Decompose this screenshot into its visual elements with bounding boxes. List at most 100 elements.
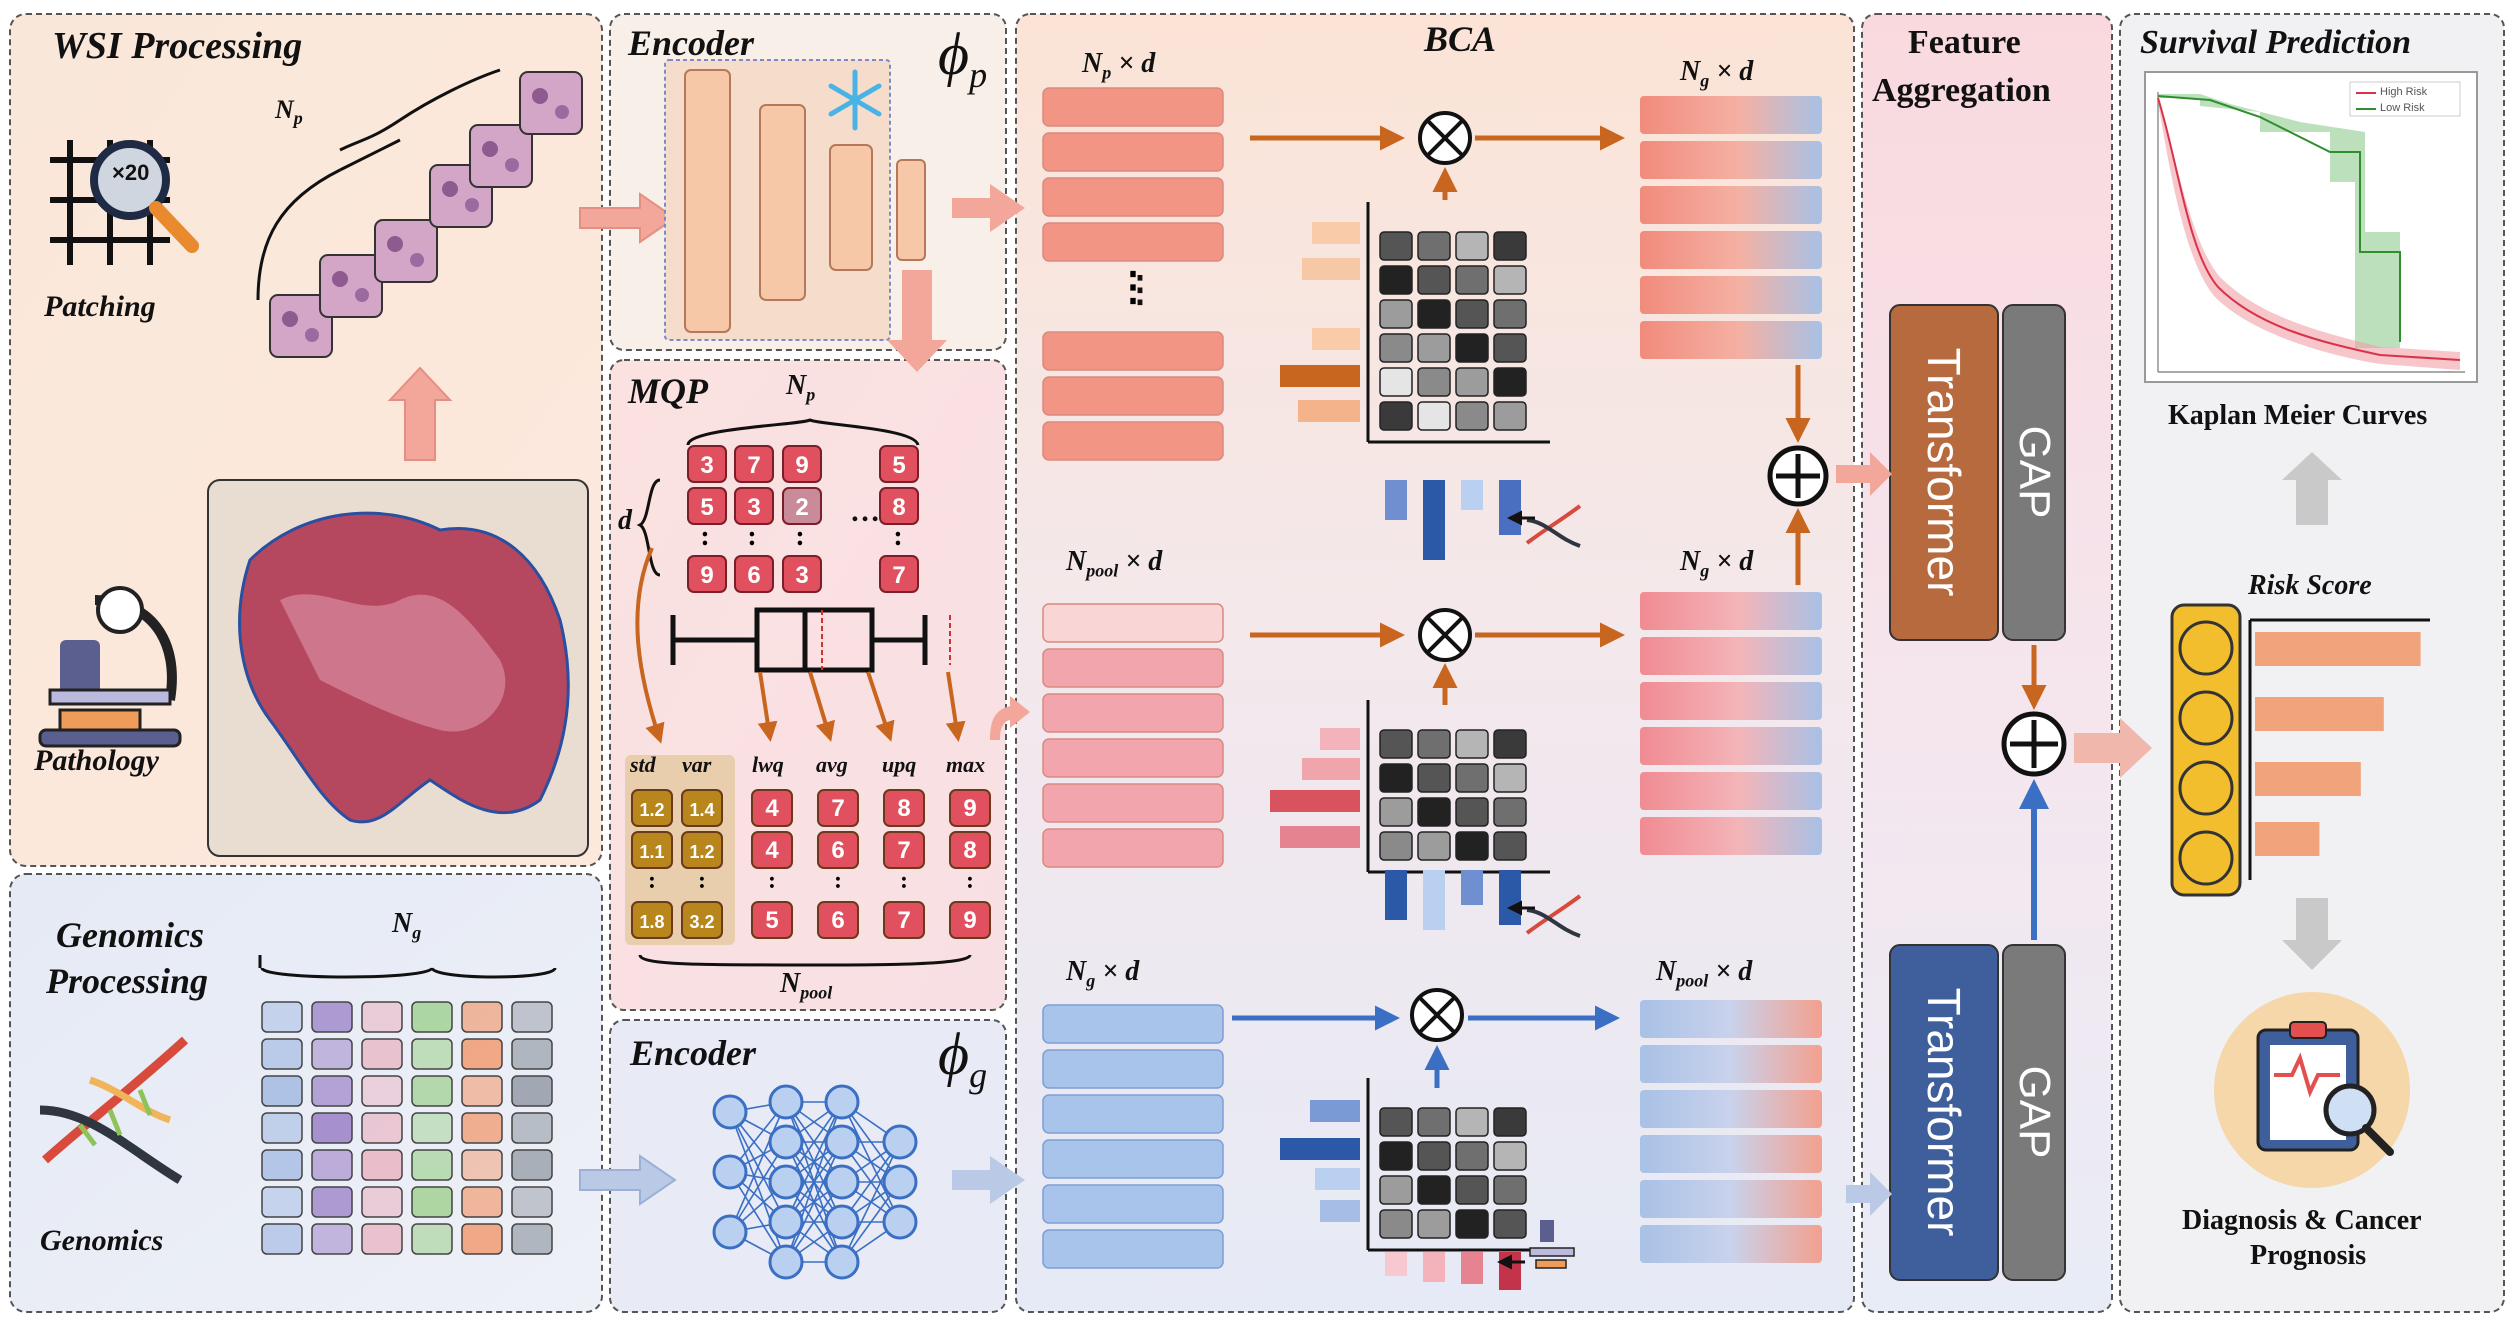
svg-text:6: 6 (831, 907, 844, 934)
gene-cell (361, 1075, 403, 1107)
svg-text:6: 6 (747, 562, 760, 589)
attention-bar (1385, 870, 1407, 920)
low-risk-curve (2157, 95, 2401, 342)
attention-bar (1312, 222, 1360, 244)
attention-bar (1423, 1252, 1445, 1282)
mqp-cell: 9 (687, 555, 727, 593)
gene-token (1042, 1184, 1224, 1224)
wsi-to-encoder-arrow (579, 192, 677, 244)
gene-cell (261, 1038, 303, 1070)
genomics-to-encoder-arrow (579, 1154, 677, 1206)
mqp-to-bca-arrow (990, 696, 1030, 740)
patch-tile (519, 71, 583, 135)
mqp-stats: 1.21.11.8:1.41.23.2:445:766:877:989: (631, 789, 991, 939)
encoder-to-mqp-arrow (887, 270, 947, 372)
genomics-panel (9, 873, 603, 1313)
svg-text:4: 4 (765, 795, 779, 822)
output-token (1640, 1225, 1822, 1263)
gene-cell (511, 1038, 553, 1070)
gene-cell (511, 1149, 553, 1181)
bca-row2-in-label: Npool × d (1066, 546, 1163, 581)
npool-brace (638, 954, 972, 967)
svg-text:7: 7 (897, 907, 910, 934)
attention-bar (1499, 1252, 1521, 1290)
attention-map (1366, 202, 1550, 444)
attention-bar (1499, 480, 1521, 535)
svg-text:8: 8 (963, 837, 976, 864)
svg-text::: : (698, 868, 706, 894)
output-token (1640, 1000, 1822, 1038)
mqp-stat-label: lwq (752, 752, 784, 777)
gene-cell (511, 1001, 553, 1033)
gene-cell (411, 1112, 453, 1144)
svg-text:5: 5 (700, 494, 713, 521)
svg-text::: : (648, 868, 656, 894)
input-token (1042, 222, 1224, 262)
svg-text:8: 8 (892, 494, 905, 521)
gene-cell (311, 1038, 353, 1070)
risk-score-label: Risk Score (2248, 570, 2372, 601)
attention-bar (1461, 480, 1483, 510)
attention-bar (1315, 1168, 1360, 1190)
attention-bar (1499, 870, 1521, 925)
svg-text:1.2: 1.2 (639, 800, 664, 820)
ng-brace (258, 955, 557, 979)
up-arrow-icon (387, 366, 453, 461)
encoder-g-title: Encoder (630, 1033, 756, 1073)
dna-icon (39, 1036, 189, 1184)
diagnosis-label-1: Diagnosis & Cancer (2182, 1205, 2422, 1236)
transformer-bottom (1889, 944, 1999, 1281)
svg-text:3: 3 (795, 562, 808, 589)
output-token (1640, 141, 1822, 179)
mqp-ellipsis: … (850, 495, 880, 528)
output-token (1640, 231, 1822, 269)
svg-text:5: 5 (892, 452, 905, 479)
microscope-icon (1529, 1220, 1575, 1269)
survival-title: Survival Prediction (2140, 24, 2412, 61)
attention-bar (1423, 870, 1445, 930)
bca-row3-in-label: Ng × d (1066, 956, 1140, 991)
magnifier-grid-icon (50, 140, 199, 265)
gap-top (2002, 304, 2066, 641)
pooled-token (1042, 648, 1224, 688)
encoder-to-bca-arrow (952, 184, 1025, 232)
gene-cell (261, 1223, 303, 1255)
output-token (1640, 1180, 1822, 1218)
gene-cell (511, 1075, 553, 1107)
svg-text::: : (747, 521, 756, 552)
output-token (1640, 1090, 1822, 1128)
mqp-cell: 7 (734, 445, 774, 483)
gene-cell (261, 1112, 303, 1144)
risk-to-km-arrow (2282, 452, 2342, 525)
attention-bar (1423, 480, 1445, 560)
gene-cell (261, 1186, 303, 1218)
gene-cell (461, 1112, 503, 1144)
gene-token (1042, 1229, 1224, 1269)
svg-text:3: 3 (700, 452, 713, 479)
magnification-label: ×20 (112, 160, 150, 185)
gene-cell (511, 1186, 553, 1218)
gene-cell (461, 1001, 503, 1033)
microscope-icon (38, 586, 182, 748)
bca-to-transformer-bottom-arrow (1846, 1172, 1892, 1216)
mqp-stat-label: var (682, 752, 712, 777)
attention-bar (1461, 1252, 1483, 1284)
encoder-p-title: Encoder (628, 23, 754, 63)
np-brace (686, 418, 920, 446)
output-token (1640, 592, 1822, 630)
mqp-npool-label: Npool (780, 968, 833, 1003)
mqp-stat-cell: 1.4 (681, 789, 723, 827)
svg-text:1.4: 1.4 (689, 800, 714, 820)
svg-text:1.8: 1.8 (639, 912, 664, 932)
output-token (1640, 1135, 1822, 1173)
attention-bar (1385, 480, 1407, 520)
aggregation-title-2: Aggregation (1872, 72, 2051, 109)
output-token (1640, 682, 1822, 720)
bca-vdots: ⋮ (1122, 269, 1158, 309)
attention-bar (1302, 258, 1360, 280)
output-token (1640, 727, 1822, 765)
patching-label: Patching (44, 290, 156, 323)
gene-token (1042, 1049, 1224, 1089)
attention-bar (1280, 1138, 1360, 1160)
